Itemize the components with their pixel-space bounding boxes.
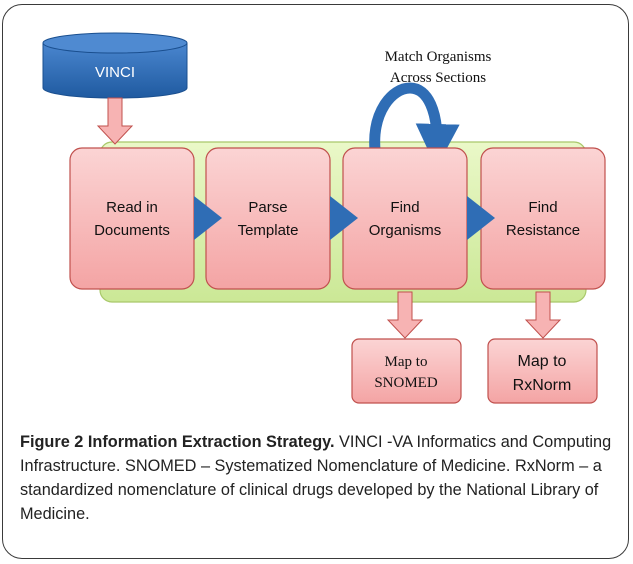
- step-line1: Parse: [248, 199, 287, 216]
- figure-caption: Figure 2 Information Extraction Strategy…: [20, 430, 620, 526]
- loop-arrow-icon: [369, 82, 460, 168]
- step-line2: Resistance: [506, 222, 580, 239]
- figure-frame: [2, 4, 629, 559]
- output-map-snomed: Map to SNOMED: [351, 338, 462, 404]
- step-line1: Find: [528, 199, 557, 216]
- output-line1: Map to: [385, 354, 428, 370]
- step-parse-template: Parse Template: [205, 147, 331, 290]
- step-line2: Template: [238, 222, 299, 239]
- output-line2: RxNorm: [513, 377, 572, 394]
- step-find-organisms: Find Organisms: [342, 147, 468, 290]
- chevron-right-icon: [467, 196, 495, 240]
- step-find-resistance: Find Resistance: [480, 147, 606, 290]
- vinci-database-icon: VINCI: [42, 32, 188, 99]
- vinci-label: VINCI: [95, 64, 135, 81]
- output-line1: Map to: [518, 353, 567, 370]
- extraction-diagram: VINCI Match Organisms Across Sections Re…: [42, 32, 606, 404]
- chevron-right-icon: [194, 196, 222, 240]
- output-map-rxnorm: Map to RxNorm: [487, 338, 598, 404]
- down-arrow-icon: [524, 291, 562, 339]
- step-line1: Find: [390, 199, 419, 216]
- step-line2: Documents: [94, 222, 170, 239]
- caption-title: Figure 2 Information Extraction Strategy…: [20, 433, 335, 451]
- step-line2: Organisms: [369, 222, 442, 239]
- chevron-right-icon: [330, 196, 358, 240]
- step-line1: Read in: [106, 199, 158, 216]
- output-line2: SNOMED: [374, 375, 438, 391]
- down-arrow-icon: [96, 97, 134, 145]
- step-read-documents: Read in Documents: [69, 147, 195, 290]
- caption-text: VINCI -VA Informatics and Computing Infr…: [20, 433, 612, 523]
- down-arrow-icon: [386, 291, 424, 339]
- loop-label-line2: Across Sections: [390, 70, 486, 86]
- loop-label-line1: Match Organisms: [385, 49, 492, 65]
